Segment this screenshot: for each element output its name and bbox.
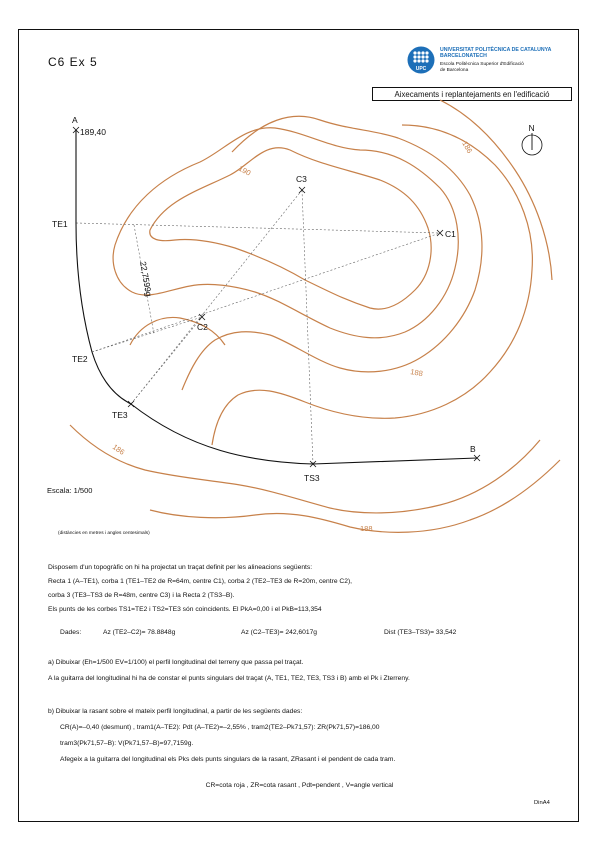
upc-logo-block: UPC UNIVERSITAT POLITÈCNICA DE CATALUNYA… xyxy=(407,46,575,82)
contour-label-190: 190 xyxy=(237,164,252,178)
data-label: Dades: xyxy=(60,629,82,636)
problem-line-1: Disposem d'un topogràfic on hi ha projec… xyxy=(48,564,313,571)
alignment-path xyxy=(75,130,478,465)
school-name: Escola Politècnica Superior d'Edificació… xyxy=(440,62,524,73)
problem-line-3: corba 3 (TE3–TS3 de R=48m, centre C3) i … xyxy=(48,592,235,599)
point-label-te2: TE2 xyxy=(72,354,88,364)
units-note: (distàncies en metres i angles centesima… xyxy=(58,531,150,536)
contour-188-main xyxy=(181,115,483,391)
abbreviation-legend: CR=cota roja , ZR=cota rasant , Pdt=pend… xyxy=(205,782,394,789)
contour-left-inner xyxy=(129,316,226,346)
part-b-line-3: tram3(Pk71,57–B): V(Pk71,57–B)=97,7159g. xyxy=(60,740,194,747)
exercise-title: C6 Ex 5 xyxy=(48,55,98,69)
point-label-b: B xyxy=(470,444,476,454)
map-scale: Escala: 1/500 xyxy=(47,486,93,495)
part-a-line-1: a) Dibuixar (Eh=1/500 EV=1/100) el perfi… xyxy=(48,659,304,666)
point-label-ts3: TS3 xyxy=(304,473,320,483)
problem-line-2: Recta 1 (A–TE1), corba 1 (TE1–TE2 de R=6… xyxy=(48,578,353,585)
point-label-c3: C3 xyxy=(296,174,307,184)
university-line: UNIVERSITAT POLITÈCNICA DE CATALUNYA xyxy=(440,47,552,53)
contour-188-bottom xyxy=(149,459,561,533)
contour-189 xyxy=(112,127,459,339)
university-sub-line: BARCELONATECH xyxy=(440,53,487,59)
data-azimuth-1: Az (TE2–C2)= 78.8848g xyxy=(103,629,176,636)
page-format-label: DinA4 xyxy=(534,800,550,806)
upc-seal-text: UPC xyxy=(416,66,427,72)
contour-label-188-mid: 188 xyxy=(410,367,424,378)
north-arrow-icon: N xyxy=(521,123,543,156)
contour-label-188-bottom: 188 xyxy=(360,524,373,533)
data-azimuth-2: Az (C2–TE3)= 242,6017g xyxy=(241,629,318,636)
topographic-map: 190 186 188 186 188 A 189,40 TE1 C1 C3 C… xyxy=(52,99,561,533)
school-line-1: Escola Politècnica Superior d'Edificació xyxy=(440,62,524,67)
point-label-c1: C1 xyxy=(445,229,456,239)
university-name: UNIVERSITAT POLITÈCNICA DE CATALUNYA BAR… xyxy=(440,47,551,59)
north-label: N xyxy=(529,123,535,133)
upc-seal-icon: UPC xyxy=(407,46,435,74)
contour-190 xyxy=(149,147,432,310)
contour-186-bottom xyxy=(69,424,541,514)
contour-lines xyxy=(69,99,561,533)
part-b-line-2: CR(A)=–0,40 (desmunt) , tram1(A–TE2): Pd… xyxy=(60,724,380,731)
contour-label-186-top: 186 xyxy=(460,140,474,155)
point-label-te3: TE3 xyxy=(112,410,128,420)
page-frame xyxy=(18,29,579,822)
data-distance: Dist (TE3–TS3)= 33,542 xyxy=(384,629,457,636)
contour-186-right xyxy=(211,124,533,446)
school-line-2: de Barcelona xyxy=(440,67,469,73)
part-a-line-2: A la guitarra del longitudinal hi ha de … xyxy=(48,675,410,682)
contour-label-186-left: 186 xyxy=(111,442,126,457)
construction-lines xyxy=(75,189,441,465)
point-label-c2: C2 xyxy=(197,322,208,332)
part-b-line-4: Afegeix a la guitarra del longitudinal e… xyxy=(60,756,396,763)
part-b-line-1: b) Dibuixar la rasant sobre el mateix pe… xyxy=(48,708,303,715)
point-a-elevation: 189,40 xyxy=(80,127,106,137)
point-label-te1: TE1 xyxy=(52,219,68,229)
contour-upper-right xyxy=(439,99,553,281)
course-title-box: Aixecaments i replantejaments en l'edifi… xyxy=(372,87,572,101)
point-label-a: A xyxy=(72,115,78,125)
point-markers xyxy=(72,126,481,468)
angle-label: 22,7599g xyxy=(138,261,154,298)
problem-line-4: Els punts de les corbes TS1=TE2 i TS2=TE… xyxy=(48,606,322,613)
